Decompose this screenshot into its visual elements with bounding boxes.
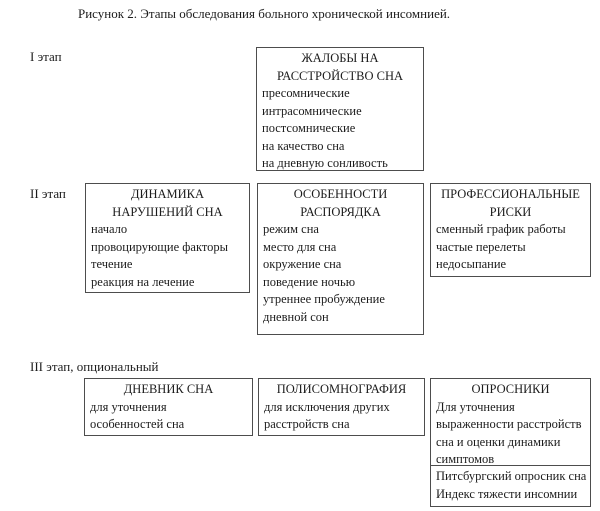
- box-sleep-diary: ДНЕВНИК СНА для уточнения особенностей сн…: [84, 378, 253, 436]
- box-item-line: пресомнические: [262, 86, 350, 100]
- box-questionnaires-main-cell: ОПРОСНИКИ Для уточнения выраженности расс…: [431, 379, 590, 466]
- box-item-line: окружение сна: [263, 257, 342, 271]
- box-item-line: утреннее пробуждение: [263, 292, 385, 306]
- box-routine-features: ОСОБЕННОСТИ РАСПОРЯДКА режим сна место дл…: [257, 183, 424, 335]
- box-item-line: Для уточнения: [436, 399, 515, 414]
- box-item-line: расстройств сна: [264, 417, 350, 431]
- box-professional-risks: ПРОФЕССИОНАЛЬНЫЕ РИСКИ сменный график ра…: [430, 183, 591, 277]
- box-item-line: недосыпание: [436, 257, 507, 271]
- box-sleep-diary-title: ДНЕВНИК СНА: [123, 382, 214, 396]
- box-sleep-complaints-title: ЖАЛОБЫ НА РАССТРОЙСТВО СНА: [276, 51, 404, 83]
- box-item-line: начало: [91, 222, 128, 236]
- box-item-line: частые перелеты: [436, 239, 526, 254]
- box-item-line: дневной сон: [263, 309, 329, 324]
- box-sleep-disorder-dynamics-items: начало провоцирующие факторы течение реакци…: [86, 221, 249, 291]
- stage-1-label: I этап: [30, 49, 62, 64]
- box-item-line: поведение ночью: [263, 274, 356, 289]
- box-item-line: провоцирующие факторы: [91, 239, 229, 254]
- box-item-line: выраженности расстройств: [436, 417, 582, 431]
- box-item-line: для уточнения: [90, 399, 167, 414]
- box-item-line: сна и оценки динамики: [436, 434, 561, 449]
- box-sleep-complaints: ЖАЛОБЫ НА РАССТРОЙСТВО СНА пресомнически…: [256, 47, 424, 171]
- box-polysomnography-items: для исключения других расстройств сна: [259, 399, 424, 434]
- box-item-line: постсомнические: [262, 121, 356, 135]
- figure-caption: Рисунок 2. Этапы обследования больного х…: [78, 6, 451, 21]
- box-sleep-disorder-dynamics: ДИНАМИКА НАРУШЕНИЙ СНА начало провоцирующ…: [85, 183, 250, 293]
- box-item-line: на дневную сонливость: [262, 156, 388, 170]
- box-sleep-disorder-dynamics-title: ДИНАМИКА НАРУШЕНИЙ СНА: [112, 187, 223, 219]
- box-item-line: реакция на лечение: [91, 274, 195, 289]
- box-questionnaires: ОПРОСНИКИ Для уточнения выраженности расс…: [430, 378, 591, 507]
- box-item-line: особенностей сна: [90, 417, 185, 431]
- box-sleep-diary-items: для уточнения особенностей сна: [85, 399, 252, 434]
- box-item-line: симптомов: [436, 452, 495, 466]
- box-polysomnography-title: ПОЛИСОМНОГРАФИЯ: [276, 382, 407, 396]
- box-item-line: для исключения других: [264, 399, 390, 414]
- box-item-line: интрасомнические: [262, 103, 362, 118]
- box-item-line: место для сна: [263, 239, 337, 254]
- box-item-line: течение: [91, 257, 133, 271]
- box-polysomnography: ПОЛИСОМНОГРАФИЯ для исключения других рас…: [258, 378, 425, 436]
- box-item-line: на качество сна: [262, 138, 345, 153]
- box-item-line: Питсбургский опросник сна: [436, 469, 587, 483]
- box-routine-features-items: режим сна место для сна окружение сна повед…: [258, 221, 423, 326]
- box-routine-features-title: ОСОБЕННОСТИ РАСПОРЯДКА: [293, 187, 388, 219]
- box-item-line: режим сна: [263, 222, 319, 236]
- box-professional-risks-items: сменный график работы частые перелеты недо…: [431, 221, 590, 274]
- box-item-line: сменный график работы: [436, 222, 566, 236]
- stage-2-label: II этап: [30, 186, 66, 201]
- box-item-line: Индекс тяжести инсомнии: [436, 486, 578, 501]
- box-questionnaires-items: Для уточнения выраженности расстройств сна…: [431, 399, 590, 469]
- box-questionnaires-title: ОПРОСНИКИ: [471, 382, 550, 396]
- stage-3-label: III этап, опциональный: [30, 359, 159, 374]
- box-sleep-complaints-items: пресомнические интрасомнические постсомнич…: [257, 85, 423, 173]
- box-professional-risks-title: ПРОФЕССИОНАЛЬНЫЕ РИСКИ: [441, 187, 580, 219]
